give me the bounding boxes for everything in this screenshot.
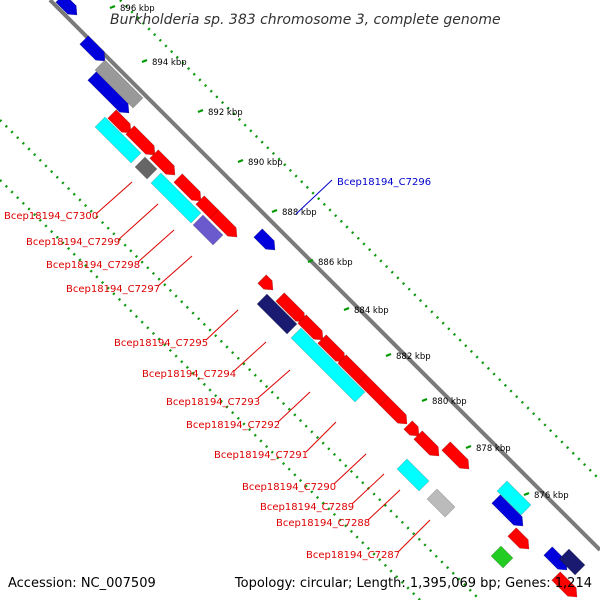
- gene-label-leader: [295, 179, 333, 215]
- gene-C7289[interactable]: [403, 420, 420, 437]
- gene-label[interactable]: Bcep18194_C7297: [66, 284, 160, 295]
- gene-label[interactable]: Bcep18194_C7287: [306, 550, 400, 561]
- gene-br-red-2[interactable]: [551, 571, 578, 598]
- tick-label: 888 kbp: [282, 208, 317, 218]
- gene-label-leader: [157, 255, 193, 287]
- tick-label: 878 kbp: [476, 444, 511, 454]
- gene-label[interactable]: Bcep18194_C7298: [46, 260, 140, 271]
- gene-label-leader: [205, 309, 239, 341]
- gene-label-leader: [305, 421, 337, 453]
- gene-gray-1[interactable]: [134, 156, 158, 180]
- tick-mark: [109, 4, 116, 10]
- gene-label-leader: [117, 203, 159, 241]
- gene-br-green[interactable]: [490, 545, 514, 569]
- gene-C7299[interactable]: [125, 125, 156, 156]
- tick-mark: [307, 258, 314, 264]
- gene-cyan-3[interactable]: [290, 327, 366, 403]
- gene-purple-1[interactable]: [192, 214, 224, 246]
- gene-label[interactable]: Bcep18194_C7294: [142, 369, 236, 380]
- tick-mark: [237, 158, 244, 164]
- gene-C7297c[interactable]: [209, 209, 238, 238]
- gene-label[interactable]: Bcep18194_C7289: [260, 502, 354, 513]
- gene-C7294[interactable]: [297, 314, 324, 341]
- gene-cyan-2[interactable]: [150, 172, 202, 224]
- gene-label[interactable]: Bcep18194_C7288: [276, 518, 370, 529]
- tick-label: 876 kbp: [534, 491, 569, 501]
- gene-top-blue-2[interactable]: [79, 35, 106, 62]
- tick-mark: [343, 306, 350, 312]
- gene-labels: Bcep18194_C7300Bcep18194_C7299Bcep18194_…: [4, 177, 431, 561]
- gene-top-blue-3[interactable]: [87, 71, 130, 114]
- gene-br-blue-1[interactable]: [491, 494, 524, 527]
- tick-label: 882 kbp: [396, 352, 431, 362]
- gene-top-blue-1[interactable]: [55, 0, 78, 16]
- tick-label: 884 kbp: [354, 306, 389, 316]
- accession-text: Accession: NC_007509: [8, 576, 156, 591]
- dotted-track-2: [0, 119, 481, 600]
- gene-label-leader: [397, 519, 431, 553]
- gene-gray-2[interactable]: [426, 488, 456, 518]
- tick-label: 892 kbp: [208, 108, 243, 118]
- gene-navy-1[interactable]: [256, 293, 298, 335]
- gene-top-gray[interactable]: [94, 59, 144, 109]
- gene-label-leader: [351, 473, 385, 505]
- gene-label[interactable]: Bcep18194_C7295: [114, 338, 208, 349]
- gene-label[interactable]: Bcep18194_C7296: [337, 177, 431, 188]
- gene-C7297[interactable]: [173, 173, 202, 202]
- gene-label-leader: [233, 341, 267, 372]
- tick-label: 894 kbp: [152, 58, 187, 68]
- gene-cyan-1[interactable]: [94, 116, 142, 164]
- tick-label: 890 kbp: [248, 158, 283, 168]
- gene-C7298[interactable]: [149, 149, 176, 176]
- gene-br-red-1[interactable]: [507, 527, 530, 550]
- gene-C7290[interactable]: [379, 396, 408, 425]
- gene-label-leader: [137, 229, 175, 263]
- gene-label[interactable]: Bcep18194_C7291: [214, 450, 308, 461]
- gene-label-leader: [95, 181, 133, 215]
- gene-C7295[interactable]: [257, 274, 274, 291]
- genome-backbone: [48, 0, 600, 552]
- gene-label[interactable]: Bcep18194_C7299: [26, 237, 120, 248]
- tick-mark: [197, 108, 204, 114]
- gene-C7287[interactable]: [441, 441, 470, 470]
- tick-label: 880 kbp: [432, 397, 467, 407]
- gene-C7300[interactable]: [107, 109, 132, 134]
- tick-mark: [385, 352, 392, 358]
- tick-label: 896 kbp: [120, 4, 155, 14]
- kbp-ticks: 896 kbp 894 kbp 892 kbp 890 kbp 888 kbp 886 k…: [109, 4, 569, 501]
- gene-label-leader: [333, 453, 367, 485]
- gene-br-cyan[interactable]: [496, 480, 532, 516]
- dotted-track-3: [0, 179, 421, 600]
- map-title: Burkholderia sp. 383 chromosome 3, compl…: [110, 12, 501, 28]
- dotted-track-1: [119, 0, 600, 481]
- gene-C7296[interactable]: [253, 228, 276, 251]
- gene-label[interactable]: Bcep18194_C7293: [166, 397, 260, 408]
- gene-cyan-4[interactable]: [396, 458, 430, 492]
- gene-label[interactable]: Bcep18194_C7290: [242, 482, 336, 493]
- gene-features: [55, 0, 586, 598]
- tick-mark: [271, 208, 278, 214]
- gene-label[interactable]: Bcep18194_C7292: [186, 420, 280, 431]
- gene-label-leader: [257, 369, 291, 399]
- tick-mark: [523, 491, 530, 497]
- tick-mark: [421, 397, 428, 403]
- gene-label[interactable]: Bcep18194_C7300: [4, 211, 98, 222]
- topology-text: Topology: circular; Length: 1,395,069 bp…: [234, 576, 592, 591]
- gene-C7288[interactable]: [413, 430, 440, 457]
- tick-mark: [141, 58, 148, 64]
- gene-label-leader: [367, 489, 401, 521]
- gene-br-navy[interactable]: [558, 548, 586, 576]
- tick-mark: [465, 444, 472, 450]
- gene-label-leader: [277, 391, 311, 423]
- tick-label: 886 kbp: [318, 258, 353, 268]
